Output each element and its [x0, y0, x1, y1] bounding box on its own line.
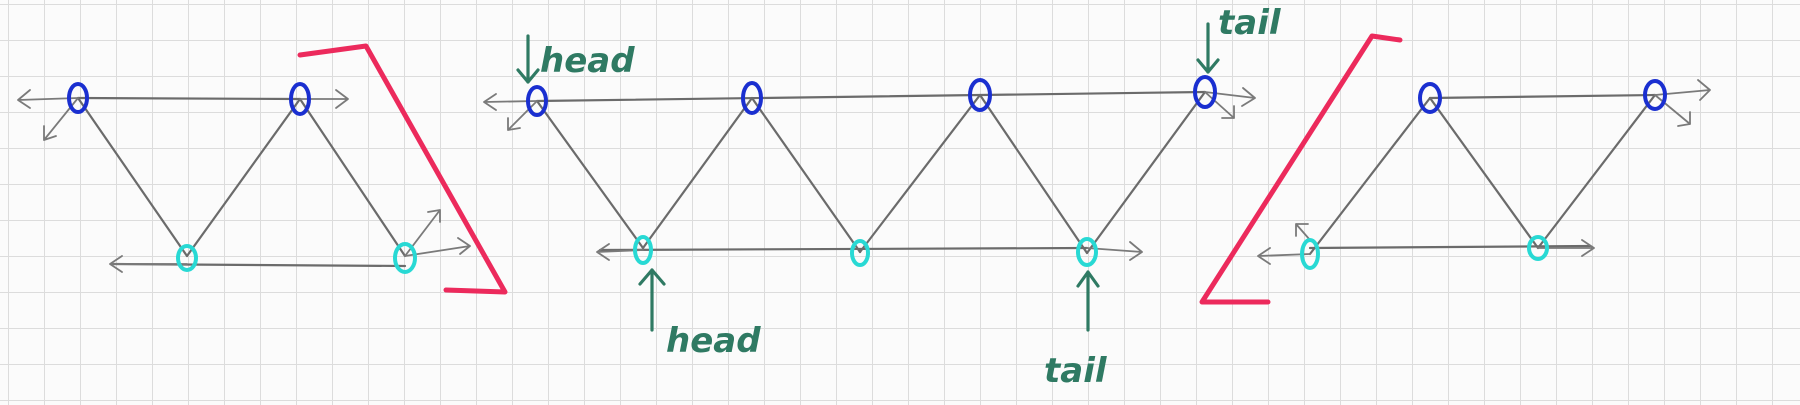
top-node: [289, 82, 311, 116]
arrow-down-right-icon: [1204, 91, 1235, 119]
head-pointer-arrow-icon: [516, 34, 540, 84]
edge: [185, 97, 302, 258]
edge: [1308, 244, 1592, 250]
bottom-node: [1076, 237, 1098, 267]
middle-section: head head tail tail: [483, 3, 1282, 391]
arrow-left-icon: [109, 255, 188, 273]
top-node: [1643, 79, 1667, 111]
left-section: [17, 43, 508, 295]
opening-bracket: [1199, 33, 1403, 305]
closing-bracket: [297, 43, 508, 295]
top-node: [1193, 75, 1217, 109]
edge: [1308, 96, 1432, 256]
top-node: [968, 78, 992, 112]
edge: [598, 246, 1089, 252]
bottom-node: [176, 244, 198, 272]
edge: [1536, 93, 1657, 250]
edge: [76, 96, 189, 258]
bottom-node: [1300, 238, 1320, 270]
tail-label-bottom: tail: [1044, 351, 1108, 391]
top-node: [67, 82, 89, 114]
edge: [750, 96, 862, 254]
bottom-node: [850, 239, 870, 267]
edge: [1085, 90, 1207, 255]
top-node: [526, 85, 548, 117]
top-node: [741, 81, 763, 115]
head-label-bottom: head: [666, 321, 761, 361]
edge: [535, 90, 1207, 103]
edge: [978, 93, 1089, 255]
arrow-up-right-icon: [404, 209, 441, 257]
head-pointer-arrow-icon: [638, 268, 666, 332]
tail-pointer-arrow-icon: [1196, 22, 1220, 74]
head-label-top: head: [540, 41, 635, 81]
tail-pointer-arrow-icon: [1076, 270, 1100, 332]
bottom-node: [1527, 235, 1549, 261]
edge: [298, 97, 407, 258]
edge: [535, 99, 645, 250]
arrow-down-left-icon: [507, 100, 538, 131]
arrow-down-right-icon: [1654, 94, 1691, 127]
edge: [1428, 93, 1657, 100]
edge: [858, 93, 982, 254]
arrow-down-left-icon: [43, 97, 79, 141]
top-node: [1418, 82, 1442, 114]
tail-label-top: tail: [1218, 3, 1282, 43]
bottom-node: [393, 242, 417, 274]
edge: [76, 96, 302, 101]
edge: [1428, 96, 1540, 250]
arrow-up-left-icon: [1295, 223, 1311, 241]
edge: [641, 96, 754, 250]
right-section: [1199, 33, 1711, 305]
bottom-node: [633, 235, 653, 265]
